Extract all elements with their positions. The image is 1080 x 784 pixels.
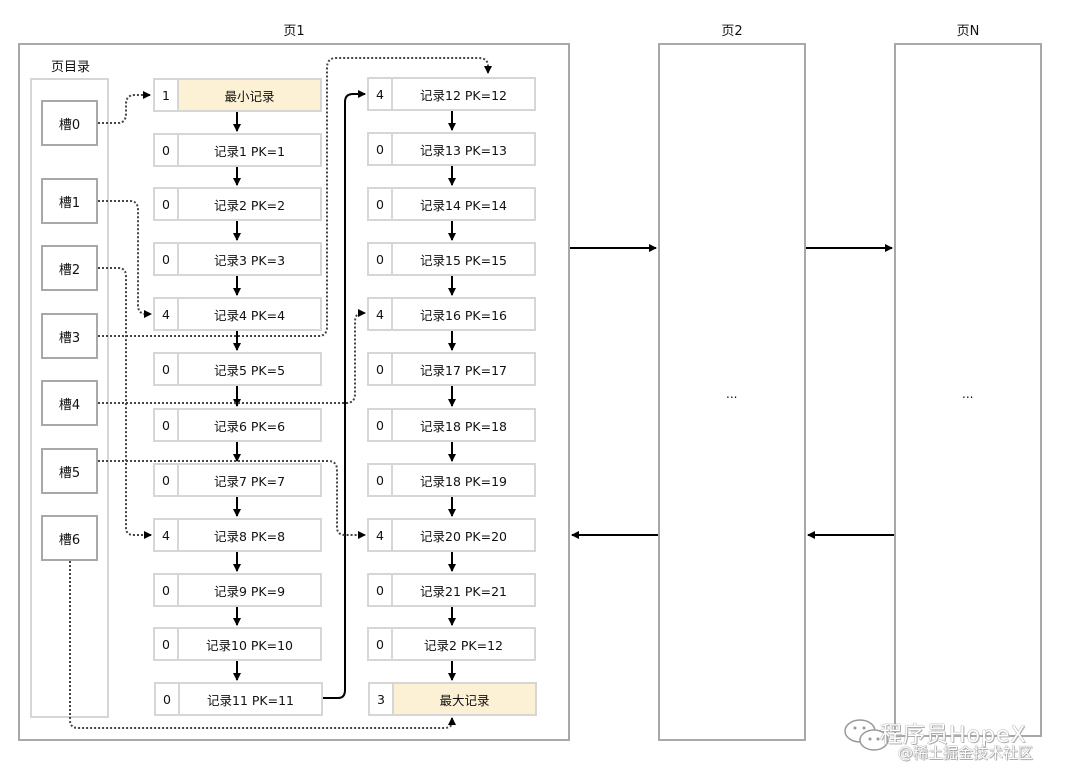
record-label: 记录2 PK=2 <box>213 197 286 213</box>
slot-4: 槽4 <box>41 380 98 426</box>
slot-3: 槽3 <box>41 313 98 359</box>
wechat-icon <box>844 719 889 751</box>
record-supremum: 3 最大记录 <box>368 682 537 716</box>
record-6: 0 记录6 PK=6 <box>153 408 322 442</box>
record-label: 记录18 PK=19 <box>420 473 507 489</box>
record-label: 记录3 PK=3 <box>213 252 286 268</box>
record-10: 0 记录10 PK=10 <box>153 627 322 661</box>
slot-5: 槽5 <box>41 448 98 494</box>
n-owned: 4 <box>155 299 179 329</box>
record-8: 4 记录8 PK=8 <box>153 518 322 552</box>
record-1: 0 记录1 PK=1 <box>153 133 322 167</box>
record-22: 0 记录2 PK=12 <box>367 627 536 661</box>
record-21: 0 记录21 PK=21 <box>367 573 536 607</box>
n-owned: 0 <box>155 465 179 495</box>
n-owned: 4 <box>369 299 393 329</box>
page-n-title: 页N <box>956 24 980 39</box>
record-label: 记录20 PK=20 <box>420 528 507 544</box>
record-label: 记录1 PK=1 <box>213 143 286 159</box>
record-3: 0 记录3 PK=3 <box>153 242 322 276</box>
record-9: 0 记录9 PK=9 <box>153 573 322 607</box>
record-18: 0 记录18 PK=18 <box>367 408 536 442</box>
n-owned: 0 <box>369 134 393 164</box>
record-12: 4 记录12 PK=12 <box>367 77 536 111</box>
slot-6: 槽6 <box>41 515 98 561</box>
record-label: 记录8 PK=8 <box>213 528 286 544</box>
page-n-ellipsis: ... <box>962 387 974 401</box>
watermark-author: 程序员HopeX <box>880 723 1027 748</box>
n-owned: 4 <box>155 520 179 550</box>
record-label: 记录16 PK=16 <box>420 307 507 323</box>
directory-title: 页目录 <box>51 60 91 75</box>
record-14: 0 记录14 PK=14 <box>367 187 536 221</box>
record-13: 0 记录13 PK=13 <box>367 132 536 166</box>
n-owned: 0 <box>369 354 393 384</box>
n-owned: 0 <box>155 354 179 384</box>
record-11: 0 记录11 PK=11 <box>154 682 323 716</box>
n-owned: 3 <box>370 684 394 714</box>
record-label: 记录17 PK=17 <box>420 362 507 378</box>
record-label: 记录9 PK=9 <box>213 583 286 599</box>
record-label: 记录4 PK=4 <box>213 307 286 323</box>
record-label: 记录5 PK=5 <box>213 362 286 378</box>
n-owned: 0 <box>155 189 179 219</box>
record-17: 0 记录17 PK=17 <box>367 352 536 386</box>
slot-0: 槽0 <box>41 100 98 146</box>
record-label: 记录21 PK=21 <box>420 583 507 599</box>
record-label: 最大记录 <box>394 684 535 714</box>
record-4: 4 记录4 PK=4 <box>153 297 322 331</box>
n-owned: 4 <box>369 79 393 109</box>
slot-pointers <box>69 57 492 729</box>
record-label: 记录14 PK=14 <box>420 197 507 213</box>
n-owned: 0 <box>369 244 393 274</box>
n-owned: 0 <box>155 629 179 659</box>
n-owned: 0 <box>156 684 180 714</box>
n-owned: 0 <box>155 244 179 274</box>
record-label: 最小记录 <box>179 80 320 110</box>
record-label: 记录12 PK=12 <box>420 87 507 103</box>
page-2-box: ... <box>658 43 806 741</box>
record-label: 记录7 PK=7 <box>213 473 286 489</box>
page-n-box: ... <box>894 43 1042 737</box>
record-label: 记录11 PK=11 <box>207 692 294 708</box>
record-16: 4 记录16 PK=16 <box>367 297 536 331</box>
record-7: 0 记录7 PK=7 <box>153 463 322 497</box>
record-label: 记录15 PK=15 <box>420 252 507 268</box>
n-owned: 0 <box>369 189 393 219</box>
n-owned: 0 <box>369 465 393 495</box>
n-owned: 0 <box>155 575 179 605</box>
record-infimum: 1 最小记录 <box>153 78 322 112</box>
record-2: 0 记录2 PK=2 <box>153 187 322 221</box>
record-19: 0 记录18 PK=19 <box>367 463 536 497</box>
page-2-title: 页2 <box>721 24 743 39</box>
watermark-community: @稀土掘金技术社区 <box>898 744 1034 762</box>
n-owned: 0 <box>369 410 393 440</box>
record11-to-record12-arrow <box>323 90 366 699</box>
page-2-ellipsis: ... <box>726 387 738 401</box>
n-owned: 0 <box>369 575 393 605</box>
n-owned: 0 <box>155 135 179 165</box>
n-owned: 0 <box>369 629 393 659</box>
n-owned: 1 <box>155 80 179 110</box>
record-label: 记录2 PK=12 <box>423 637 504 653</box>
n-owned: 4 <box>369 520 393 550</box>
page-1-title: 页1 <box>283 24 305 39</box>
slot-1: 槽1 <box>41 178 98 224</box>
record-label: 记录10 PK=10 <box>206 637 293 653</box>
record-label: 记录13 PK=13 <box>420 142 507 158</box>
record-5: 0 记录5 PK=5 <box>153 352 322 386</box>
record-20: 4 记录20 PK=20 <box>367 518 536 552</box>
record-label: 记录6 PK=6 <box>213 418 286 434</box>
page-link-arrows <box>570 244 894 539</box>
slot-2: 槽2 <box>41 245 98 291</box>
n-owned: 0 <box>155 410 179 440</box>
record-15: 0 记录15 PK=15 <box>367 242 536 276</box>
record-label: 记录18 PK=18 <box>420 418 507 434</box>
